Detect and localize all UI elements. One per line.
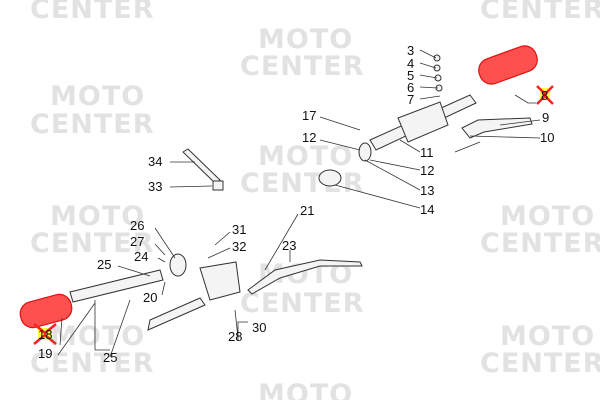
callout-25[interactable]: 25 [97, 257, 111, 272]
callout-28[interactable]: 28 [228, 329, 242, 344]
watermark-text: CENTER [480, 0, 600, 25]
watermark-text: MOTO [50, 321, 145, 352]
callout-4[interactable]: 4 [407, 56, 414, 71]
callouts: 3 4 5 6 7 8 9 10 17 12 11 12 13 14 34 33… [33, 43, 554, 365]
clamp [169, 253, 187, 277]
callout-17[interactable]: 17 [302, 108, 316, 123]
callout-34[interactable]: 34 [148, 154, 162, 169]
watermark-text: MOTO [50, 81, 145, 112]
callout-21[interactable]: 21 [300, 203, 314, 218]
callout-18[interactable]: 18 [38, 327, 52, 342]
watermark-text: MOTO [500, 201, 595, 232]
left-grip [19, 293, 73, 329]
callout-20[interactable]: 20 [143, 290, 157, 305]
screw-stack [433, 54, 443, 92]
watermark-text: MOTO [258, 379, 353, 400]
callout-14[interactable]: 14 [420, 202, 434, 217]
watermark-text: MOTO [500, 321, 595, 352]
callout-32[interactable]: 32 [232, 239, 246, 254]
callout-13[interactable]: 13 [420, 183, 434, 198]
right-grip [478, 45, 538, 85]
watermark-text: CENTER [480, 228, 600, 259]
callout-10[interactable]: 10 [540, 130, 554, 145]
washer [358, 142, 372, 162]
highlight-marker-8 [536, 85, 554, 105]
callout-12[interactable]: 12 [420, 163, 434, 178]
watermark-text: MOTO [258, 24, 353, 55]
callout-7[interactable]: 7 [407, 92, 414, 107]
callout-11[interactable]: 11 [420, 145, 434, 160]
watermark-text: CENTER [240, 51, 365, 82]
callout-8[interactable]: 8 [541, 88, 548, 103]
callout-30[interactable]: 30 [252, 320, 266, 335]
callout-12[interactable]: 12 [302, 130, 316, 145]
watermark-text: CENTER [480, 348, 600, 379]
callout-5[interactable]: 5 [407, 68, 414, 83]
handlebar-tube-left [69, 269, 164, 303]
leader-lines [57, 49, 541, 358]
watermark-text: CENTER [30, 348, 155, 379]
bolt-parts [182, 148, 363, 295]
watermark-text: CENTER [30, 0, 155, 25]
clutch-cable [247, 259, 363, 295]
watermark-text: MOTO [50, 201, 145, 232]
callout-6[interactable]: 6 [407, 80, 414, 95]
callout-19[interactable]: 19 [38, 346, 52, 361]
callout-26[interactable]: 26 [130, 218, 144, 233]
watermarks: CENTER CENTER MOTO CENTER MOTO CENTER MO… [30, 0, 600, 400]
callout-24[interactable]: 24 [134, 249, 148, 264]
nut [212, 180, 224, 191]
callout-31[interactable]: 31 [232, 222, 246, 237]
throttle-pulley [318, 169, 342, 187]
bolt [182, 148, 221, 185]
highlight-marker-18 [33, 323, 57, 345]
clutch-lever-bracket [199, 261, 241, 301]
brake-lever-right [461, 117, 533, 139]
watermark-text: CENTER [30, 109, 155, 140]
callout-3[interactable]: 3 [407, 43, 414, 58]
watermark-text: CENTER [30, 228, 155, 259]
callout-9[interactable]: 9 [542, 110, 549, 125]
clutch-lever [147, 297, 206, 331]
callout-33[interactable]: 33 [148, 179, 162, 194]
callout-23[interactable]: 23 [282, 238, 296, 253]
watermark-text: CENTER [240, 168, 365, 199]
switch-housing [397, 101, 449, 143]
watermark-text: MOTO [258, 141, 353, 172]
right-handlebar-assembly [318, 45, 538, 187]
watermark-text: CENTER [240, 288, 365, 319]
callout-25[interactable]: 25 [103, 350, 117, 365]
left-handlebar-assembly [19, 253, 241, 331]
callout-27[interactable]: 27 [130, 234, 144, 249]
cable-pin [454, 141, 481, 153]
